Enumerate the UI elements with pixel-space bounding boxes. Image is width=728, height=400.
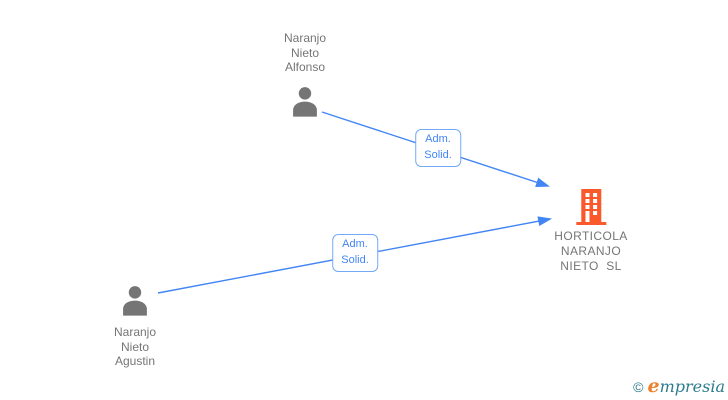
company-node-horticola[interactable]: HORTICOLA NARANJO NIETO SL xyxy=(554,188,627,274)
copyright-icon: © xyxy=(633,379,644,395)
person-icon xyxy=(288,85,322,117)
building-icon xyxy=(574,188,608,226)
edge-label-adm-solid-agustin[interactable]: Adm. Solid. xyxy=(332,234,378,272)
person-icon xyxy=(118,284,152,316)
empresia-logo: empresia xyxy=(648,375,726,397)
person-label-agustin: Naranjo Nieto Agustin xyxy=(113,325,157,368)
empresia-logo-initial: e xyxy=(647,375,660,397)
person-node-alfonso[interactable]: Naranjo Nieto Alfonso xyxy=(284,31,326,117)
empresia-logo-rest: mpresia xyxy=(659,377,725,396)
edge-label-adm-solid-alfonso[interactable]: Adm. Solid. xyxy=(415,129,461,167)
person-label-alfonso: Naranjo Nieto Alfonso xyxy=(283,31,327,74)
company-label: HORTICOLA NARANJO NIETO SL xyxy=(554,229,628,273)
empresia-watermark[interactable]: © empresia xyxy=(633,375,725,397)
person-node-agustin[interactable]: Naranjo Nieto Agustin xyxy=(114,284,156,369)
